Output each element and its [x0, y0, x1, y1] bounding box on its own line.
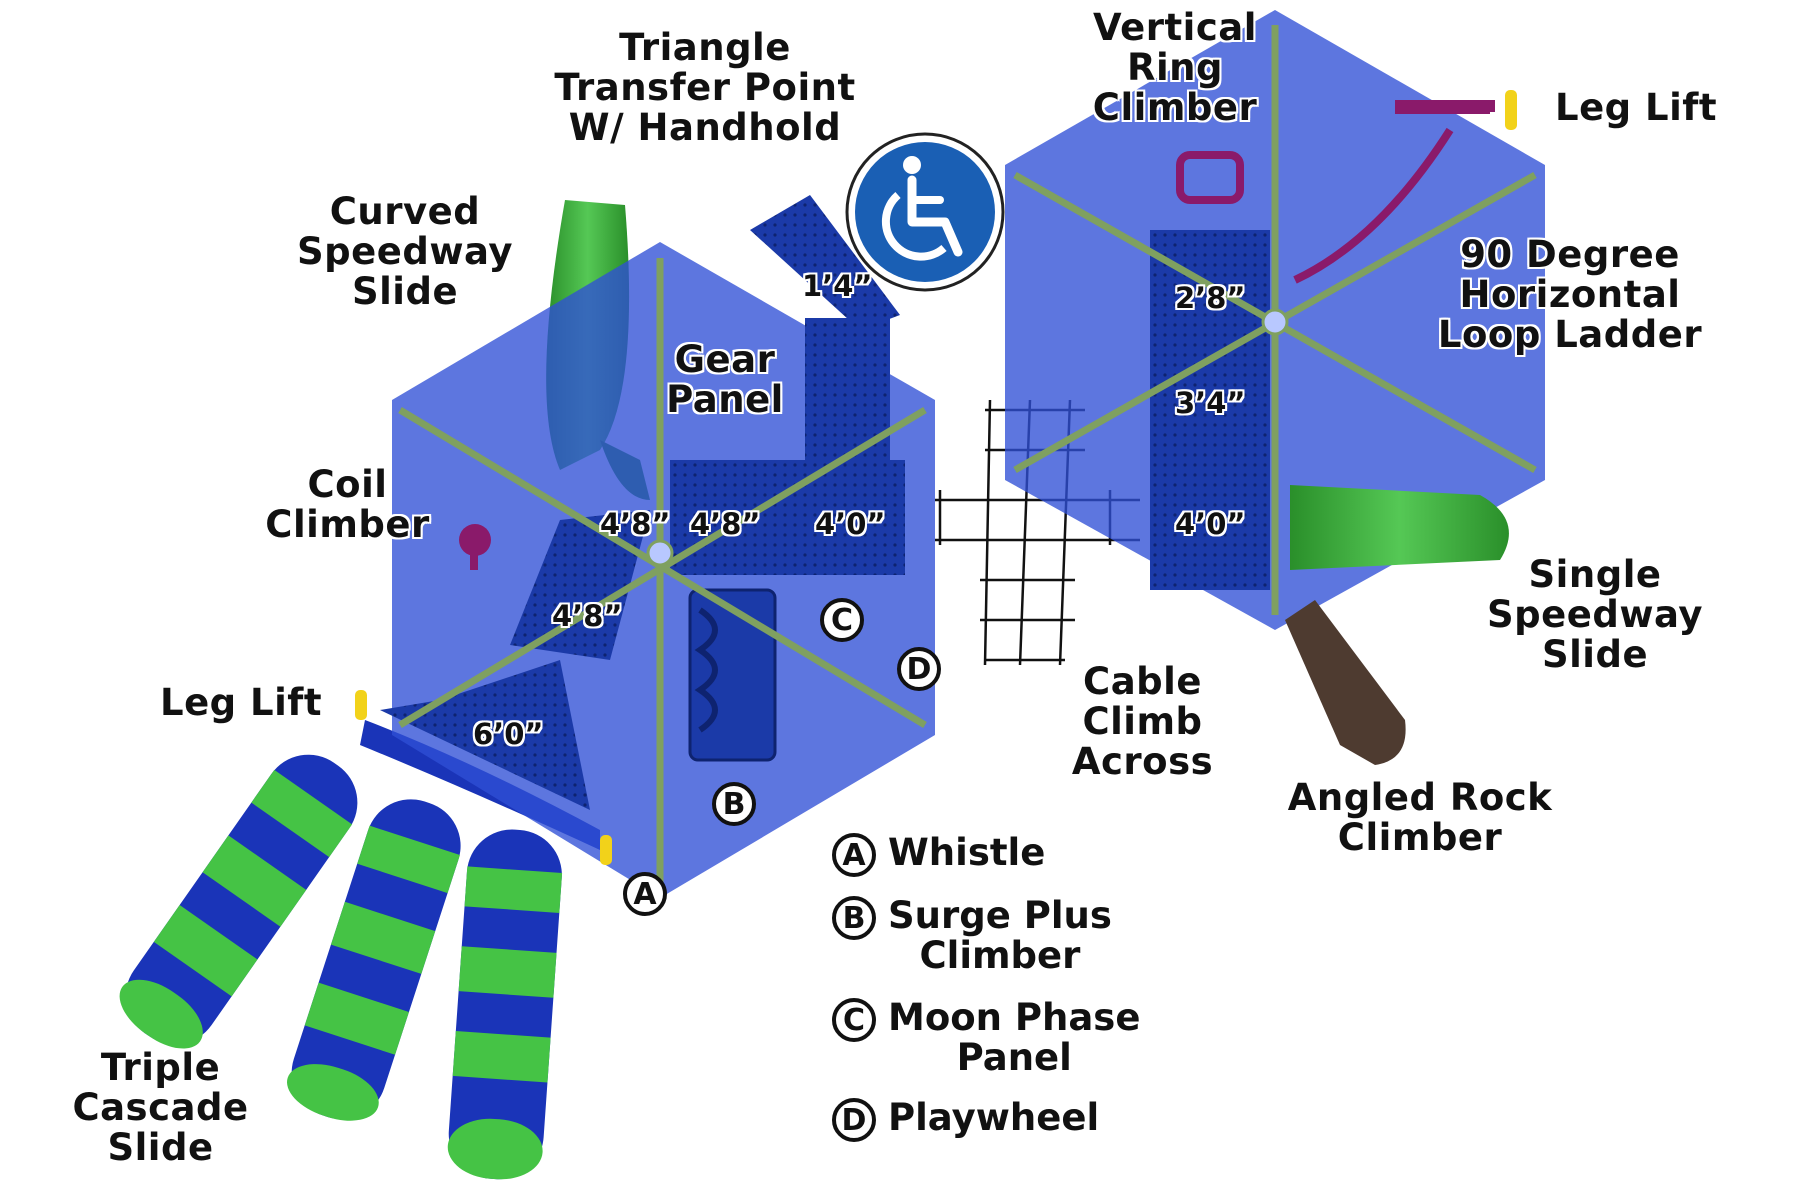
dimension-label: 4’8” [552, 599, 623, 633]
left-tower-frame [398, 258, 927, 885]
dimension-label: 3’4” [1175, 386, 1246, 420]
legend-label: Panel [956, 1036, 1072, 1079]
dimension-label: 2’8” [1175, 281, 1246, 315]
dimension-label: 1’4” [802, 269, 873, 303]
legend-item-c: C Moon Phase Panel [832, 998, 1140, 1078]
leg-lift-left-device [355, 690, 612, 865]
legend-item-d: D Playwheel [832, 1098, 1099, 1142]
legend-label: Whistle [888, 831, 1046, 874]
marker-d: D [897, 647, 941, 691]
angled-rock-climber [1285, 600, 1406, 765]
legend-key-c: C [832, 998, 876, 1042]
leg-lift-right-device [1395, 90, 1517, 130]
dimension-label: 4’8” [690, 507, 761, 541]
legend-label: Moon Phase [888, 996, 1141, 1039]
dimension-label: 6’0” [473, 717, 544, 751]
legend-item-b: B Surge Plus Climber [832, 896, 1112, 976]
triple-cascade-slide [119, 720, 600, 1180]
accessibility-icon [845, 132, 1005, 292]
single-speedway-slide [1290, 485, 1509, 570]
legend-item-a: A Whistle [832, 833, 1045, 877]
legend-key-a: A [832, 833, 876, 877]
coil-climber [459, 524, 491, 570]
marker-a: A [623, 872, 667, 916]
legend-label: Surge Plus [888, 894, 1112, 937]
legend-key-d: D [832, 1098, 876, 1142]
marker-c: C [820, 598, 864, 642]
dimension-label: 4’0” [1175, 507, 1246, 541]
label-leg-lift-left: Leg Lift [160, 681, 323, 724]
marker-b: B [712, 782, 756, 826]
right-tower-decks [1150, 106, 1490, 590]
legend-label: Climber [919, 934, 1081, 977]
dimension-label: 4’8” [600, 507, 671, 541]
dimension-label: 4’0” [815, 507, 886, 541]
left-tower-decks [380, 195, 905, 810]
legend-key-b: B [832, 896, 876, 940]
label-leg-lift-right: Leg Lift [1555, 86, 1718, 129]
legend-label: Playwheel [888, 1096, 1100, 1139]
